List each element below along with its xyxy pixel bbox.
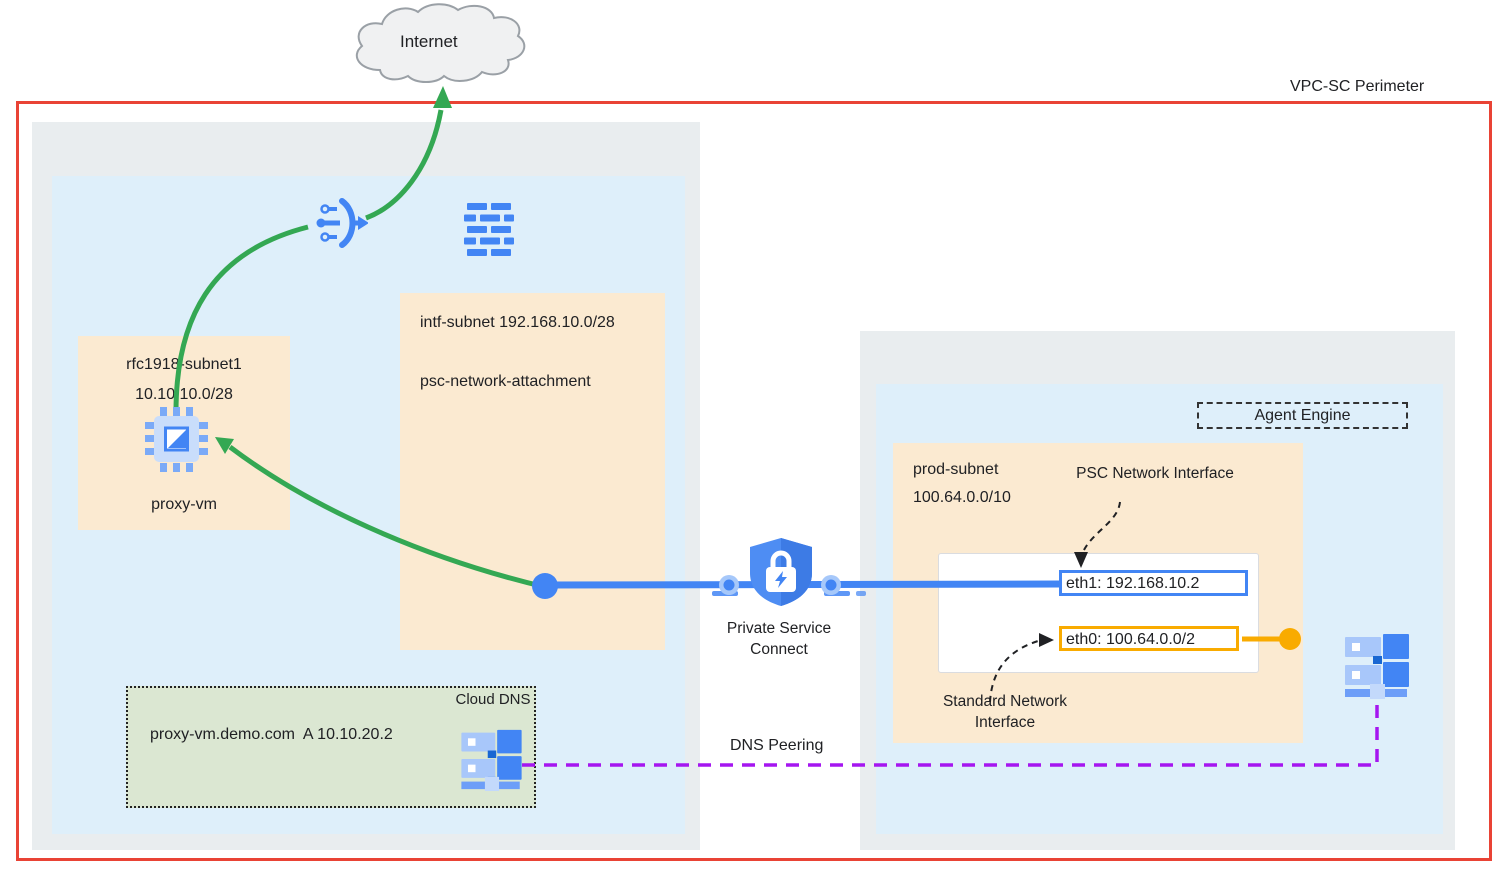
agent-engine-box: Agent Engine [1197,402,1408,429]
psc-network-interface-label: PSC Network Interface [1076,465,1234,482]
eth1-interface: eth1: 192.168.10.2 [1059,570,1248,596]
cloud-firewall-icon [464,203,514,257]
cloud-dns-left-icon [459,727,524,791]
vpc-sc-perimeter-label: VPC-SC Perimeter [1290,78,1425,95]
private-service-connect-icon [749,537,813,607]
private-service-connect-label: Private Service Connect [726,620,832,658]
intf-subnet-label: intf-subnet 192.168.10.0/28 [420,314,615,331]
dns-record-text: proxy-vm.demo.com A 10.10.20.2 [150,726,393,743]
rfc1918-subnet-name: rfc1918-subnet1 [126,356,242,373]
prod-subnet-name: prod-subnet [913,461,999,478]
eth0-interface: eth0: 100.64.0.0/2 [1059,626,1239,651]
vpc-sc-perimeter-box [16,101,1492,861]
prod-subnet-cidr: 100.64.0.0/10 [913,489,1011,506]
proxy-vm-label: proxy-vm [151,496,217,513]
dns-peering-label: DNS Peering [730,737,824,754]
standard-network-interface-label: Standard Network Interface [942,693,1068,731]
cloud-dns-right-icon [1343,631,1411,699]
intf-subnet-box: intf-subnet 192.168.10.0/28 psc-network-… [400,293,665,650]
cloud-dns-left-label: Cloud DNS [455,691,531,708]
rfc1918-subnet-cidr: 10.10.10.0/28 [135,386,233,403]
internet-label: Internet [400,32,458,51]
cloud-nat-icon [312,195,369,251]
psc-network-attachment-label: psc-network-attachment [420,373,591,390]
internet-cloud-icon [0,0,1502,100]
compute-vm-icon [145,407,208,472]
